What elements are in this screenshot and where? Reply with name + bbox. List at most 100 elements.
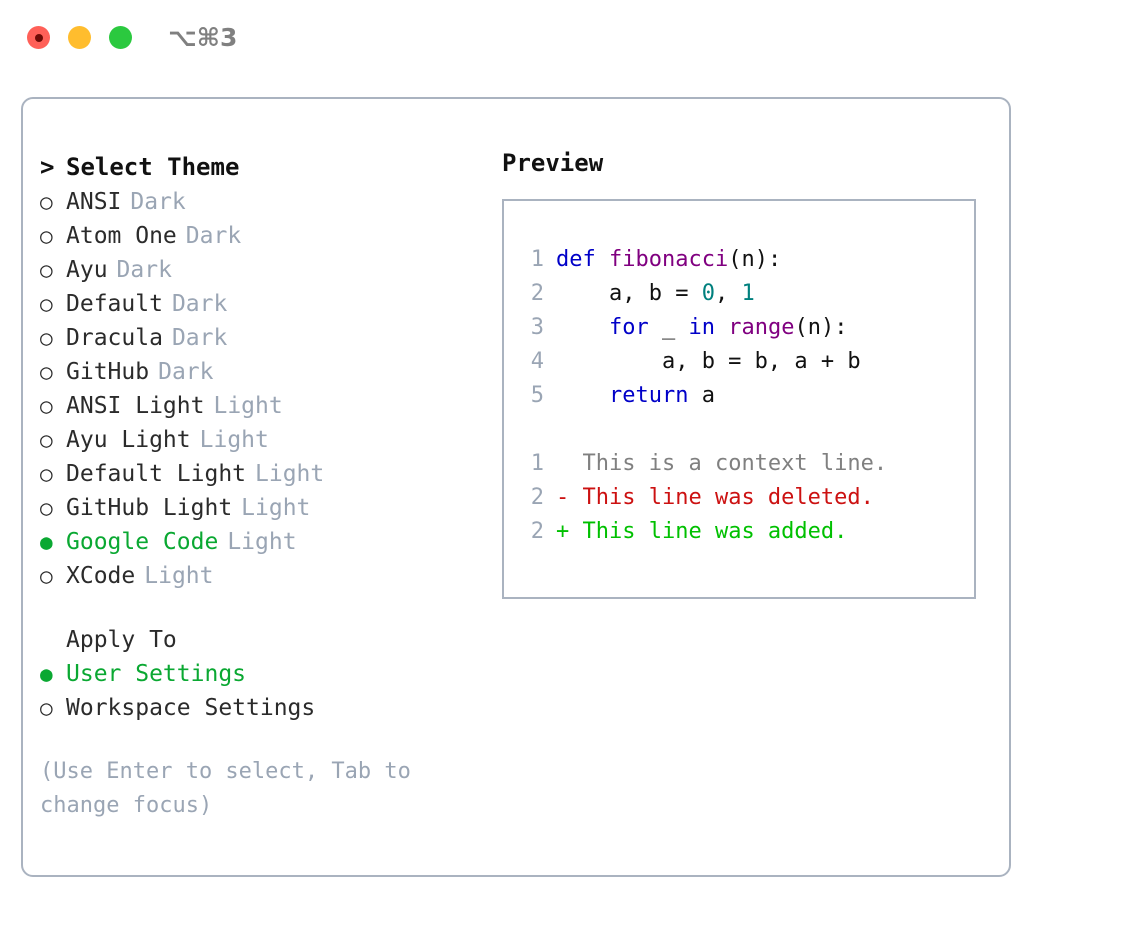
radio-unselected-icon[interactable]: ○ [40, 462, 53, 486]
code-line-number: 5 [530, 383, 544, 408]
theme-variant-tag: Light [213, 393, 283, 419]
radio-unselected-icon[interactable]: ○ [40, 292, 53, 316]
theme-name-label: Ayu Light [66, 427, 191, 453]
theme-variant-tag: Light [255, 461, 325, 487]
theme-list-item[interactable]: ○ Default Dark [40, 287, 480, 321]
diff-sign: + [556, 519, 583, 544]
code-token: for [556, 315, 662, 340]
code-token: (n): [728, 247, 782, 272]
theme-variant-tag: Light [227, 529, 297, 555]
code-token: (n): [794, 315, 848, 340]
apply-to-heading: Apply To [66, 627, 177, 653]
code-line: 5 return a [518, 379, 968, 413]
code-token: def [556, 247, 609, 272]
radio-unselected-icon[interactable]: ○ [40, 696, 53, 720]
diff-line-number: 1 [530, 451, 544, 476]
radio-unselected-icon[interactable]: ○ [40, 496, 53, 520]
code-token: a [701, 383, 715, 408]
theme-variant-tag: Dark [171, 291, 228, 317]
close-button-icon[interactable] [27, 26, 50, 49]
radio-unselected-icon[interactable]: ○ [40, 326, 53, 350]
theme-variant-tag: Dark [171, 325, 228, 351]
select-theme-header: > Select Theme [40, 149, 480, 185]
diff-sample: 1 This is a context line.2- This line wa… [518, 447, 968, 549]
theme-variant-tag: Light [241, 495, 311, 521]
code-token: in [688, 315, 729, 340]
window-shortcut-label: ⌥⌘3 [168, 23, 238, 52]
apply-to-option[interactable]: ● User Settings [40, 657, 480, 691]
diff-line-text: This line was added. [582, 519, 848, 544]
theme-name-label: GitHub [66, 359, 150, 385]
theme-variant-tag: Light [144, 563, 214, 589]
code-diff-spacer [518, 413, 968, 447]
code-token: return [556, 383, 702, 408]
maximize-button-icon[interactable] [109, 26, 132, 49]
code-line-number: 1 [530, 247, 544, 272]
theme-list-item[interactable]: ○ GitHub Light Light [40, 491, 480, 525]
diff-line-text: This is a context line. [582, 451, 888, 476]
theme-name-label: Default [66, 291, 163, 317]
theme-name-label: Ayu [66, 257, 108, 283]
code-line: 3 for _ in range(n): [518, 311, 968, 345]
radio-unselected-icon[interactable]: ○ [40, 564, 53, 588]
diff-line-text: This line was deleted. [582, 485, 874, 510]
section-spacer [40, 593, 480, 623]
select-theme-label: Select Theme [66, 153, 240, 181]
code-token: 0 [701, 281, 715, 306]
theme-list-item[interactable]: ○ Atom One Dark [40, 219, 480, 253]
theme-variant-tag: Dark [185, 223, 242, 249]
radio-unselected-icon[interactable]: ○ [40, 360, 53, 384]
theme-name-label: Atom One [66, 223, 177, 249]
code-line: 4 a, b = b, a + b [518, 345, 968, 379]
diff-sign [556, 451, 583, 476]
diff-line: 2- This line was deleted. [518, 481, 968, 515]
diff-line: 2+ This line was added. [518, 515, 968, 549]
minimize-button-icon[interactable] [68, 26, 91, 49]
caret-right-icon: > [40, 153, 55, 181]
code-line-number: 3 [530, 315, 544, 340]
preview-heading: Preview [502, 149, 604, 177]
theme-list-item[interactable]: ○ Ayu Dark [40, 253, 480, 287]
theme-name-label: Google Code [66, 529, 219, 555]
code-token: 1 [741, 281, 755, 306]
theme-name-label: ANSI Light [66, 393, 205, 419]
code-line: 2 a, b = 0, 1 [518, 277, 968, 311]
code-token: fibonacci [608, 247, 729, 272]
theme-variant-tag: Dark [130, 189, 186, 215]
code-token: range [728, 315, 795, 340]
theme-variant-tag: Light [199, 427, 269, 453]
keyboard-hint-text: (Use Enter to select, Tab to change focu… [40, 759, 411, 818]
title-bar: ⌥⌘3 [0, 0, 1140, 78]
code-line: 1 def fibonacci(n): [518, 243, 968, 277]
radio-unselected-icon[interactable]: ○ [40, 394, 53, 418]
radio-selected-icon[interactable]: ● [40, 530, 53, 554]
theme-list-item[interactable]: ○ ANSI Light Light [40, 389, 480, 423]
theme-name-label: GitHub Light [66, 495, 233, 521]
diff-line-number: 2 [530, 485, 544, 510]
code-token: , [714, 281, 742, 306]
diff-line: 1 This is a context line. [518, 447, 968, 481]
code-token: a, b = [556, 281, 702, 306]
radio-unselected-icon[interactable]: ○ [40, 190, 53, 214]
radio-unselected-icon[interactable]: ○ [40, 428, 53, 452]
theme-variant-tag: Dark [116, 257, 172, 283]
radio-unselected-icon[interactable]: ○ [40, 258, 53, 282]
radio-unselected-icon[interactable]: ○ [40, 224, 53, 248]
theme-list-item[interactable]: ○ Default Light Light [40, 457, 480, 491]
theme-list-item[interactable]: ○ Ayu Light Light [40, 423, 480, 457]
code-token: _ [661, 315, 689, 340]
theme-name-label: Default Light [66, 461, 247, 487]
apply-to-option-label: User Settings [66, 661, 247, 687]
theme-list-item[interactable]: ● Google Code Light [40, 525, 480, 559]
radio-selected-icon[interactable]: ● [40, 662, 53, 686]
apply-to-option[interactable]: ○Workspace Settings [40, 691, 480, 725]
